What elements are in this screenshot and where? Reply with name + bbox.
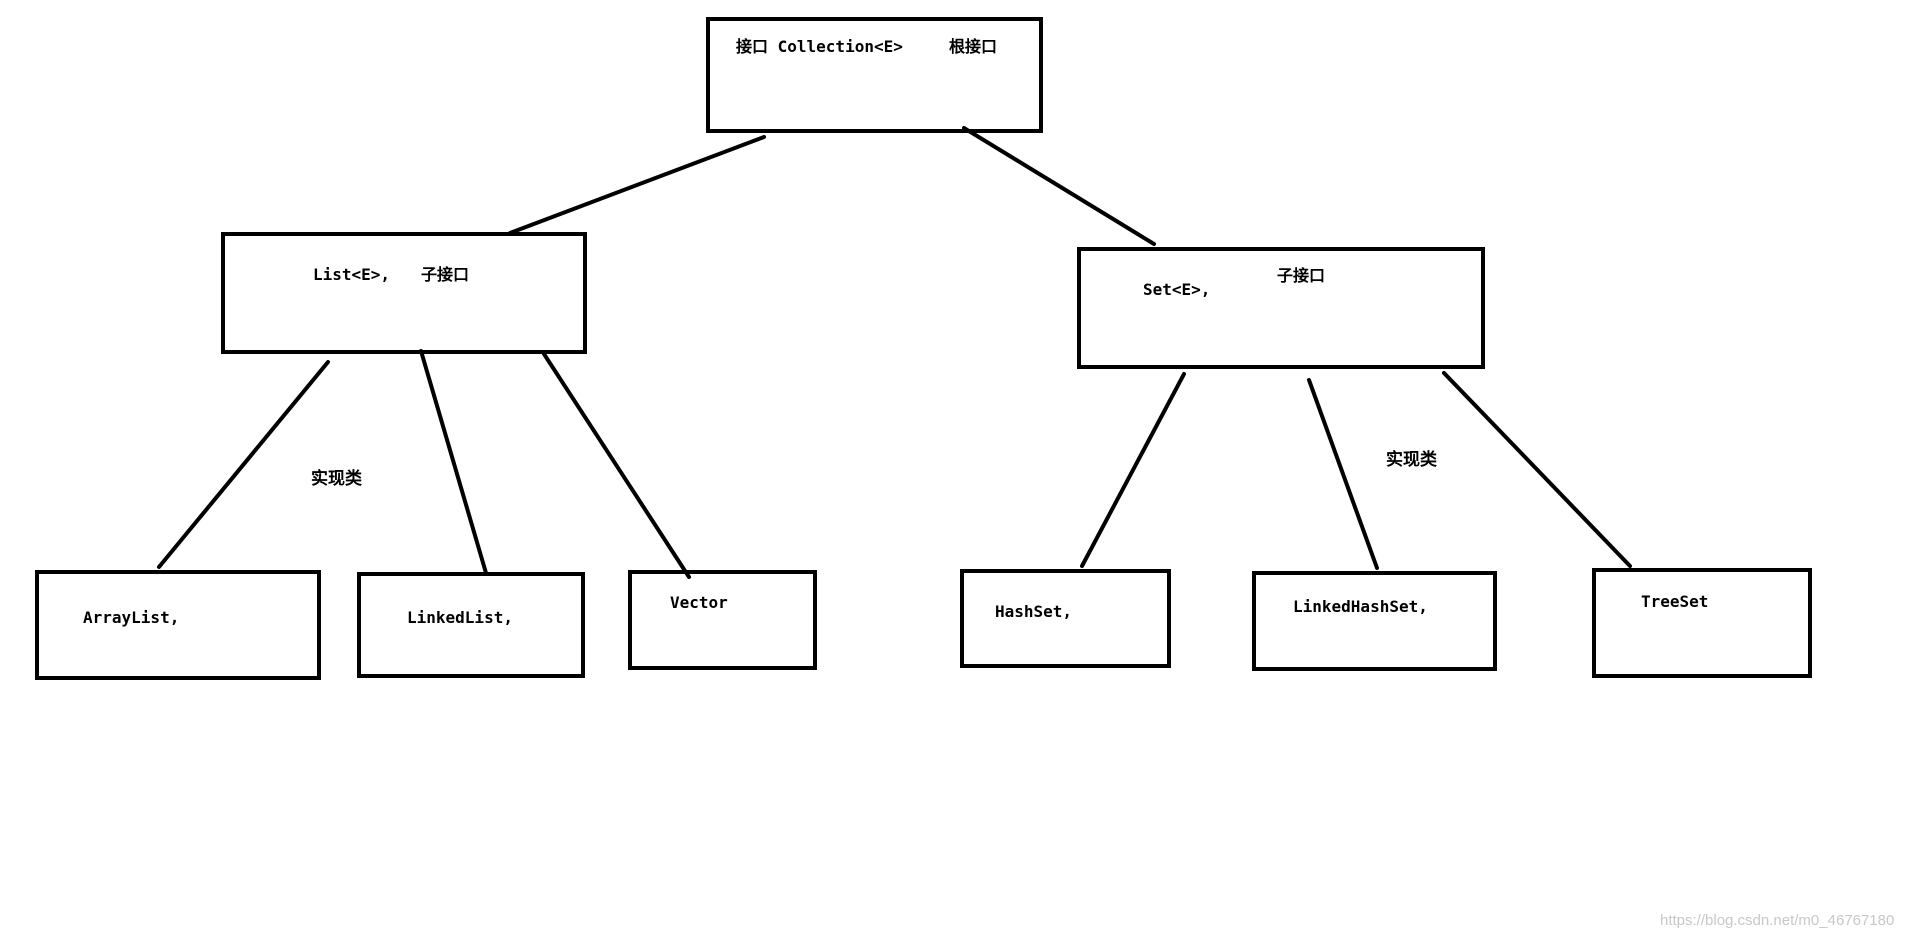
linkedhashset-node (1252, 571, 1497, 671)
collection-root-type-label: 根接口 (949, 37, 998, 56)
edge-list-vector (542, 352, 691, 579)
linkedhashset-label: LinkedHashSet, (1293, 597, 1428, 616)
edge-set-treeset (1442, 371, 1632, 568)
edge-set-linkedhashset (1307, 378, 1379, 570)
set-interface-node (1077, 247, 1485, 369)
linkedlist-node (357, 572, 585, 678)
set-interface-label: Set<E>, (1143, 280, 1211, 299)
edge-set-hashset (1080, 372, 1186, 568)
collection-root-node (706, 17, 1043, 133)
set-interface-type-label: 子接口 (1277, 266, 1326, 285)
vector-label: Vector (670, 593, 728, 612)
edge-list-arraylist (157, 360, 330, 569)
list-interface-label: List<E>, (313, 265, 391, 284)
list-implementation-note: 实现类 (311, 469, 362, 489)
list-interface-node (221, 232, 587, 354)
hashset-node (960, 569, 1171, 668)
arraylist-node (35, 570, 321, 680)
set-implementation-note: 实现类 (1386, 450, 1437, 470)
list-interface-type-label: 子接口 (421, 265, 470, 284)
linkedlist-label: LinkedList, (407, 608, 513, 627)
hashset-label: HashSet, (995, 602, 1073, 621)
edge-root-set (962, 126, 1156, 246)
edge-list-linkedlist (419, 349, 488, 575)
treeset-label: TreeSet (1641, 592, 1709, 611)
vector-node (628, 570, 817, 670)
collection-root-label: 接口 Collection<E> (736, 37, 903, 56)
arraylist-label: ArrayList, (83, 608, 180, 627)
edge-root-list (508, 135, 766, 235)
treeset-node (1592, 568, 1812, 678)
source-watermark: https://blog.csdn.net/m0_46767180 (1660, 912, 1895, 929)
